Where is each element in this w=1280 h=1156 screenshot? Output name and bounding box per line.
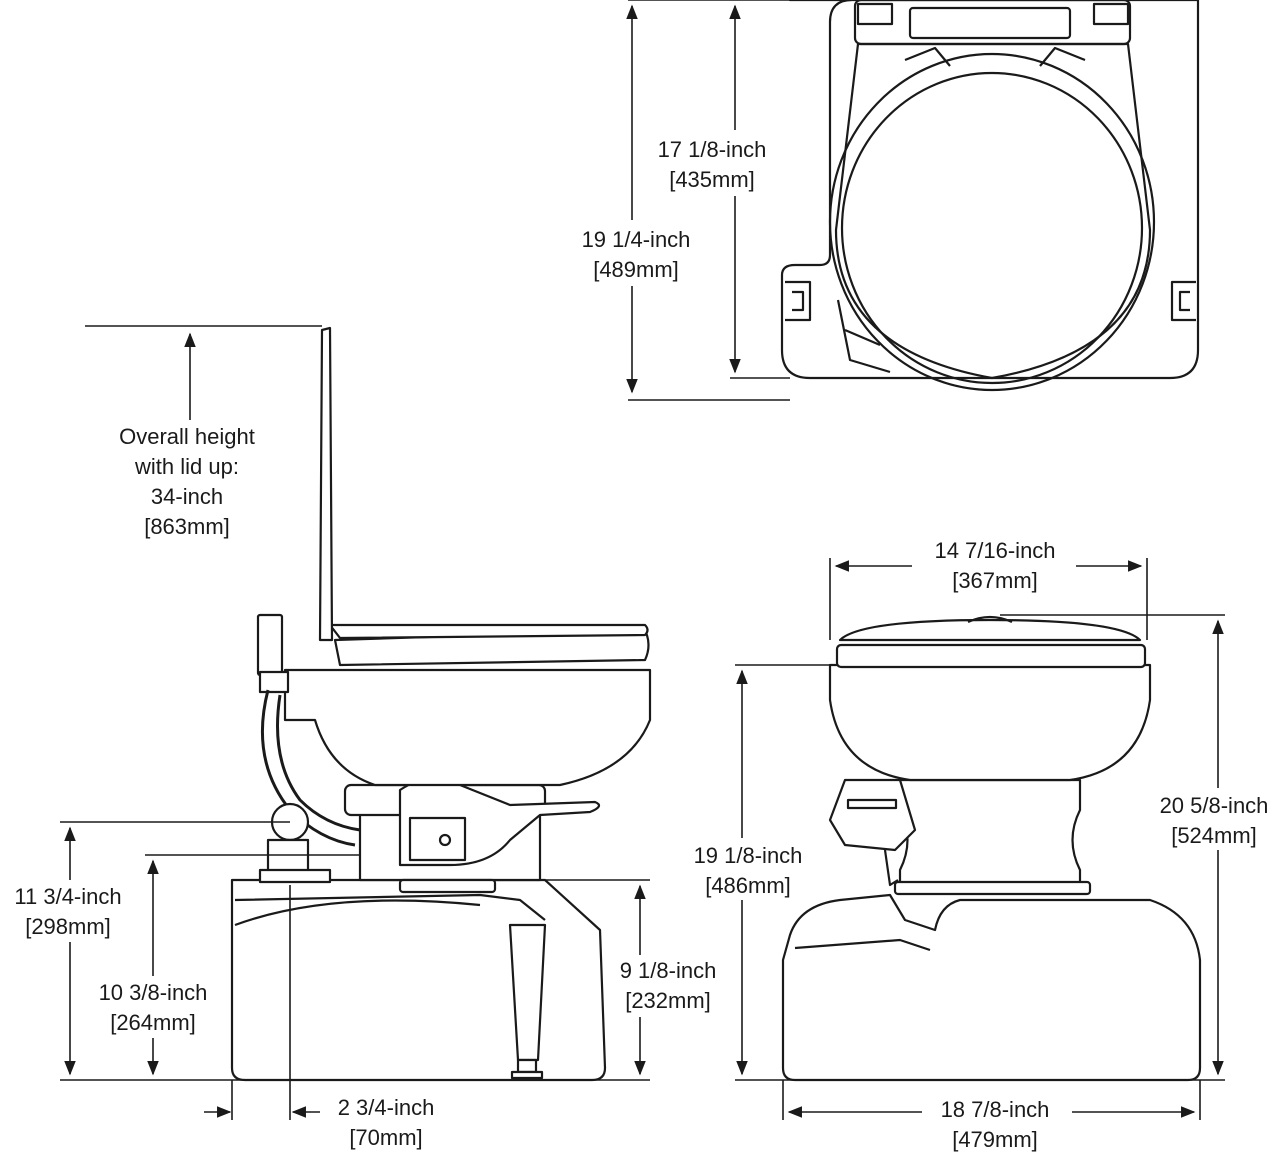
overall-height-imperial: 34-inch (151, 484, 223, 509)
top-view-bowl-rim (834, 42, 1152, 380)
bowl-depth-imperial: 17 1/8-inch (658, 137, 767, 162)
side-view-lid-up (318, 326, 334, 642)
outlet-height-metric: [264mm] (110, 1010, 196, 1035)
overall-height-metric: [863mm] (144, 514, 230, 539)
bowl-depth-metric: [435mm] (669, 167, 755, 192)
offset-metric: [70mm] (349, 1125, 422, 1150)
front-view (781, 615, 1202, 1082)
top-view-base (780, 0, 1200, 380)
bowl-width-metric: [367mm] (952, 568, 1038, 593)
front-view-lid (838, 618, 1142, 642)
outlet-height-imperial: 10 3/8-inch (99, 980, 208, 1005)
overall-height-line1: Overall height (119, 424, 255, 449)
total-height-metric: [524mm] (1171, 823, 1257, 848)
top-view (780, 0, 1200, 392)
side-view (230, 326, 652, 1082)
outer-depth-imperial: 19 1/4-inch (582, 227, 691, 252)
base-height-imperial: 9 1/8-inch (620, 958, 717, 983)
front-view-pump-handle (828, 778, 917, 852)
pump-height-imperial: 11 3/4-inch (14, 884, 121, 909)
side-view-bowl (283, 668, 652, 787)
seat-height-metric: [486mm] (705, 873, 791, 898)
pump-height-metric: [298mm] (25, 914, 111, 939)
top-view-seat (828, 52, 1156, 392)
side-view-dimensions (60, 325, 650, 1120)
top-view-right-tab (1170, 280, 1196, 322)
front-view-bowl (828, 663, 1152, 782)
top-view-left-tab (785, 280, 812, 322)
front-view-pedestal (898, 778, 1082, 890)
offset-imperial: 2 3/4-inch (338, 1095, 435, 1120)
total-height-imperial: 20 5/8-inch (1160, 793, 1269, 818)
side-view-foot (508, 923, 547, 1062)
base-height-metric: [232mm] (625, 988, 711, 1013)
overall-height-line2: with lid up: (134, 454, 239, 479)
top-view-dimensions (626, 0, 790, 401)
base-width-metric: [479mm] (952, 1127, 1038, 1152)
outer-depth-metric: [489mm] (593, 257, 679, 282)
front-view-base (781, 893, 1202, 1082)
front-view-seat (835, 643, 1147, 669)
bowl-width-imperial: 14 7/16-inch (934, 538, 1055, 563)
seat-height-imperial: 19 1/8-inch (694, 843, 803, 868)
base-width-imperial: 18 7/8-inch (941, 1097, 1050, 1122)
